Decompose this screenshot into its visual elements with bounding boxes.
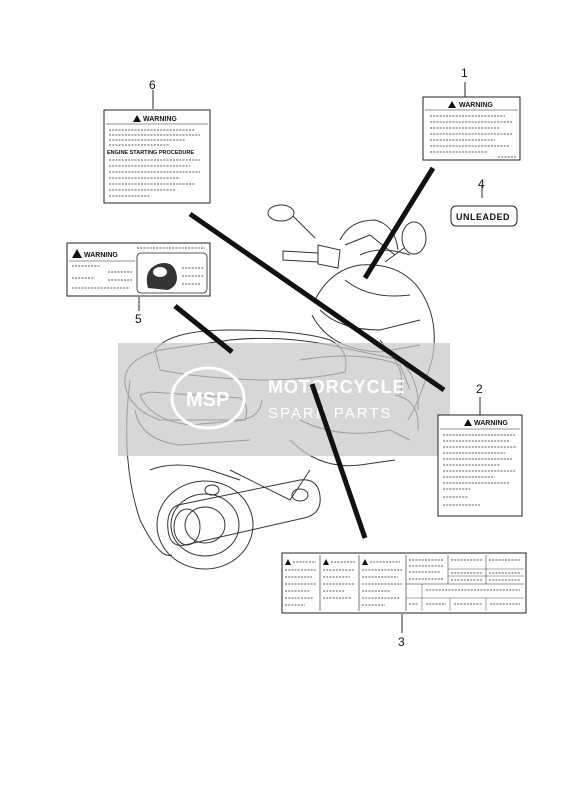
callout-numbers: 1 2 3 4 5 6 (135, 66, 485, 649)
warning-triangle-icon (362, 559, 368, 565)
callout-2: 2 (476, 382, 483, 396)
callout-1: 1 (461, 66, 468, 80)
label-1-warning: WARNING (422, 96, 521, 161)
label-3-combined (281, 552, 527, 614)
watermark: MSP MOTORCYCLE SPARE PARTS (118, 343, 450, 456)
leader-1 (362, 166, 436, 280)
warning-triangle-icon (72, 249, 82, 258)
leader-3 (309, 383, 368, 539)
label-2-warning: WARNING (437, 414, 523, 517)
label-6-engine-starting: WARNING ENGINE STARTING PROCEDURE (103, 109, 211, 204)
label-6-title: WARNING (143, 116, 177, 123)
callout-5: 5 (135, 312, 142, 326)
label-4-text: UNLEADED (456, 212, 510, 222)
warning-triangle-icon (464, 419, 472, 426)
leader-6 (188, 211, 446, 393)
callout-4: 4 (478, 177, 485, 191)
warning-triangle-icon (323, 559, 329, 565)
watermark-line2: SPARE PARTS (268, 405, 393, 422)
watermark-logo: MSP (186, 389, 229, 411)
watermark-line1: MOTORCYCLE (268, 377, 406, 397)
leader-5 (173, 304, 234, 354)
label-1-title: WARNING (459, 102, 493, 109)
label-4-unleaded: UNLEADED (450, 205, 518, 227)
warning-triangle-icon (285, 559, 291, 565)
label-5-title: WARNING (84, 252, 118, 259)
leader-thin-lines (138, 82, 483, 633)
callout-6: 6 (149, 78, 156, 92)
label-6-subtitle: ENGINE STARTING PROCEDURE (107, 150, 194, 156)
warning-triangle-icon (448, 101, 456, 108)
label-2-title: WARNING (474, 420, 508, 427)
callout-3: 3 (398, 635, 405, 649)
label-5-warning: WARNING (66, 242, 211, 297)
warning-triangle-icon (133, 115, 141, 122)
leader-lines (173, 166, 446, 539)
